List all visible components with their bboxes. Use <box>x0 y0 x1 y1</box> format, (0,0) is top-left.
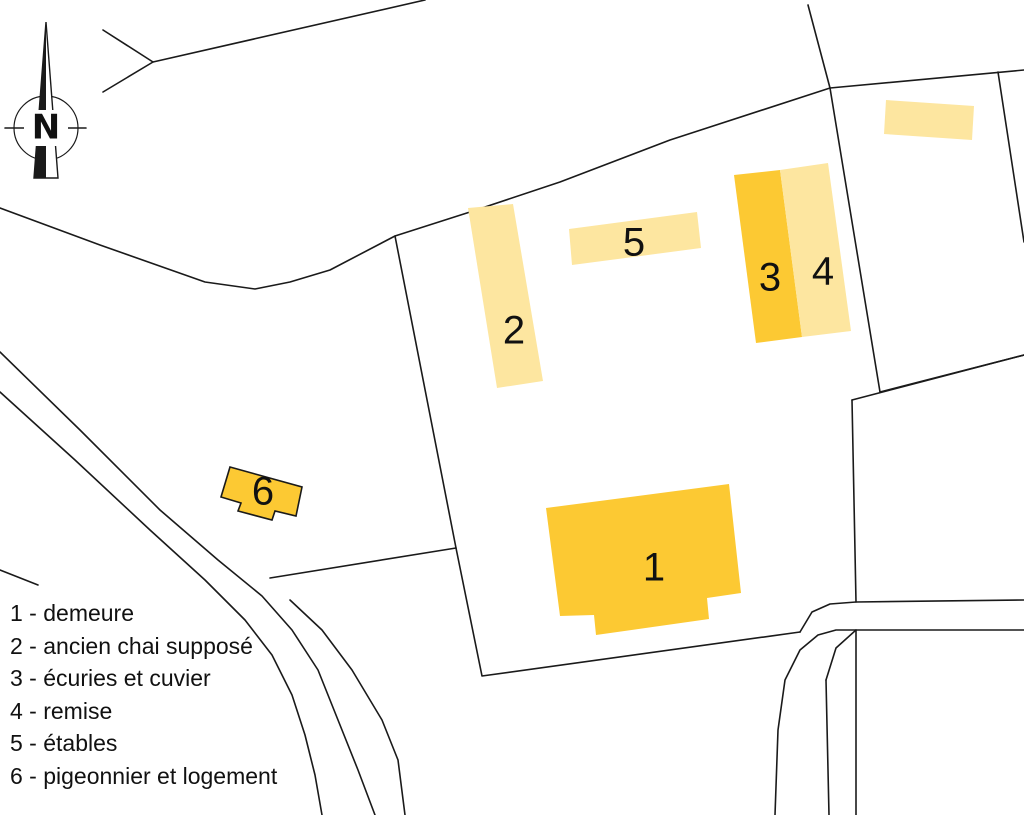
building-shape-extra <box>884 100 974 140</box>
legend-item: 3 - écuries et cuvier <box>10 665 211 692</box>
legend-item: 2 - ancien chai supposé <box>10 632 253 659</box>
building-shape-5 <box>569 212 701 265</box>
building-label-5: 5 <box>623 221 645 265</box>
building-shape-6 <box>220 466 303 521</box>
buildings <box>220 100 974 635</box>
building-shape-1 <box>546 484 741 635</box>
parcel-lines <box>0 0 1024 677</box>
north-arrow-icon: N <box>4 21 87 179</box>
building-shape-2 <box>468 204 543 388</box>
building-label-1: 1 <box>643 546 665 590</box>
building-label-3: 3 <box>759 256 781 300</box>
building-label-2: 2 <box>503 309 525 353</box>
building-labels: 1 2 3 4 5 6 <box>252 221 834 590</box>
building-shape-4 <box>780 163 851 337</box>
building-label-6: 6 <box>252 470 274 514</box>
legend-item: 4 - remise <box>10 697 113 724</box>
building-label-4: 4 <box>812 250 834 294</box>
legend: 1 - demeure 2 - ancien chai supposé 3 - … <box>10 597 277 793</box>
building-shape-3 <box>734 170 802 343</box>
road-lines <box>0 351 1024 815</box>
legend-item: 6 - pigeonnier et logement <box>10 762 278 789</box>
legend-item: 5 - étables <box>10 730 118 757</box>
north-label: N <box>32 108 60 148</box>
legend-item: 1 - demeure <box>10 600 135 626</box>
